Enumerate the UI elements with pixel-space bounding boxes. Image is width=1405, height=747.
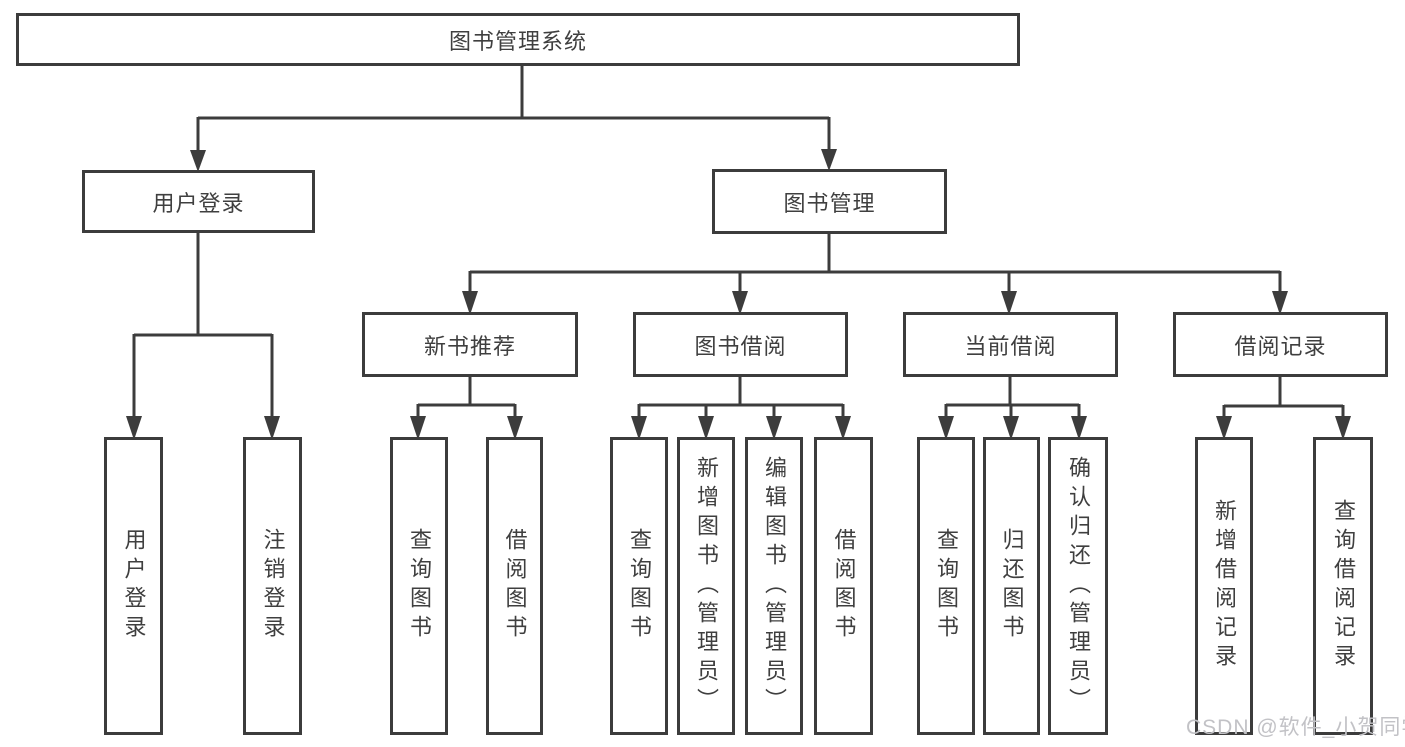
node-label: 新增借阅记录 [1212, 499, 1237, 673]
node-label: 当前借阅 [964, 333, 1057, 359]
leaf-confirm-return-admin: 确认归还（管理员） [1048, 437, 1108, 735]
node-label: 借阅图书 [831, 528, 857, 644]
leaf-borrow-book: 借阅图书 [814, 437, 873, 735]
node-label: 用户登录 [152, 190, 245, 216]
node-label: 新书推荐 [423, 333, 516, 359]
leaf-query-book-current: 查询图书 [917, 437, 975, 735]
leaf-query-borrow-record: 查询借阅记录 [1313, 437, 1373, 735]
leaf-query-book-borrowing: 查询图书 [610, 437, 668, 735]
node-label: 编辑图书（管理员） [762, 455, 787, 717]
node-book-management: 图书管理 [712, 169, 947, 234]
leaf-query-book-recommend: 查询图书 [390, 437, 448, 735]
leaf-user-login: 用户登录 [104, 437, 163, 735]
node-borrow-records: 借阅记录 [1173, 312, 1388, 377]
node-label: 查询借阅记录 [1331, 499, 1356, 673]
leaf-logout: 注销登录 [243, 437, 302, 735]
edge-root-to-level2 [190, 66, 837, 172]
node-label: 图书借阅 [694, 333, 787, 359]
leaf-add-borrow-record: 新增借阅记录 [1195, 437, 1253, 735]
leaf-add-book-admin: 新增图书（管理员） [677, 437, 735, 735]
node-label: 查询图书 [407, 528, 432, 644]
edge-new-book-rec-children [410, 377, 523, 440]
edge-book-borrow-children [631, 377, 851, 440]
node-label: 注销登录 [260, 528, 286, 644]
node-label: 查询图书 [934, 528, 959, 644]
leaf-borrow-book-recommend: 借阅图书 [486, 437, 543, 735]
node-label: 图书管理 [783, 190, 876, 216]
edge-current-borrow-children [938, 377, 1087, 440]
edge-user-login-children [126, 233, 280, 440]
leaf-return-book: 归还图书 [983, 437, 1040, 735]
node-new-book-recommend: 新书推荐 [362, 312, 578, 377]
edge-borrow-record-children [1216, 377, 1351, 440]
node-current-borrowing: 当前借阅 [903, 312, 1118, 377]
node-label: 借阅记录 [1234, 333, 1327, 359]
node-label: 借阅图书 [502, 528, 528, 644]
node-system-root: 图书管理系统 [16, 13, 1020, 66]
node-label: 确认归还（管理员） [1066, 455, 1091, 717]
node-user-login: 用户登录 [82, 170, 315, 233]
node-label: 用户登录 [121, 528, 147, 644]
edge-book-mgmt-children [462, 234, 1288, 315]
leaf-edit-book-admin: 编辑图书（管理员） [745, 437, 803, 735]
node-label: 图书管理系统 [448, 28, 587, 54]
node-label: 新增图书（管理员） [694, 455, 719, 717]
node-label: 归还图书 [999, 528, 1025, 644]
node-label: 查询图书 [627, 528, 652, 644]
node-book-borrowing: 图书借阅 [633, 312, 848, 377]
csdn-watermark: CSDN @软件_小贺同学 [1186, 716, 1405, 739]
